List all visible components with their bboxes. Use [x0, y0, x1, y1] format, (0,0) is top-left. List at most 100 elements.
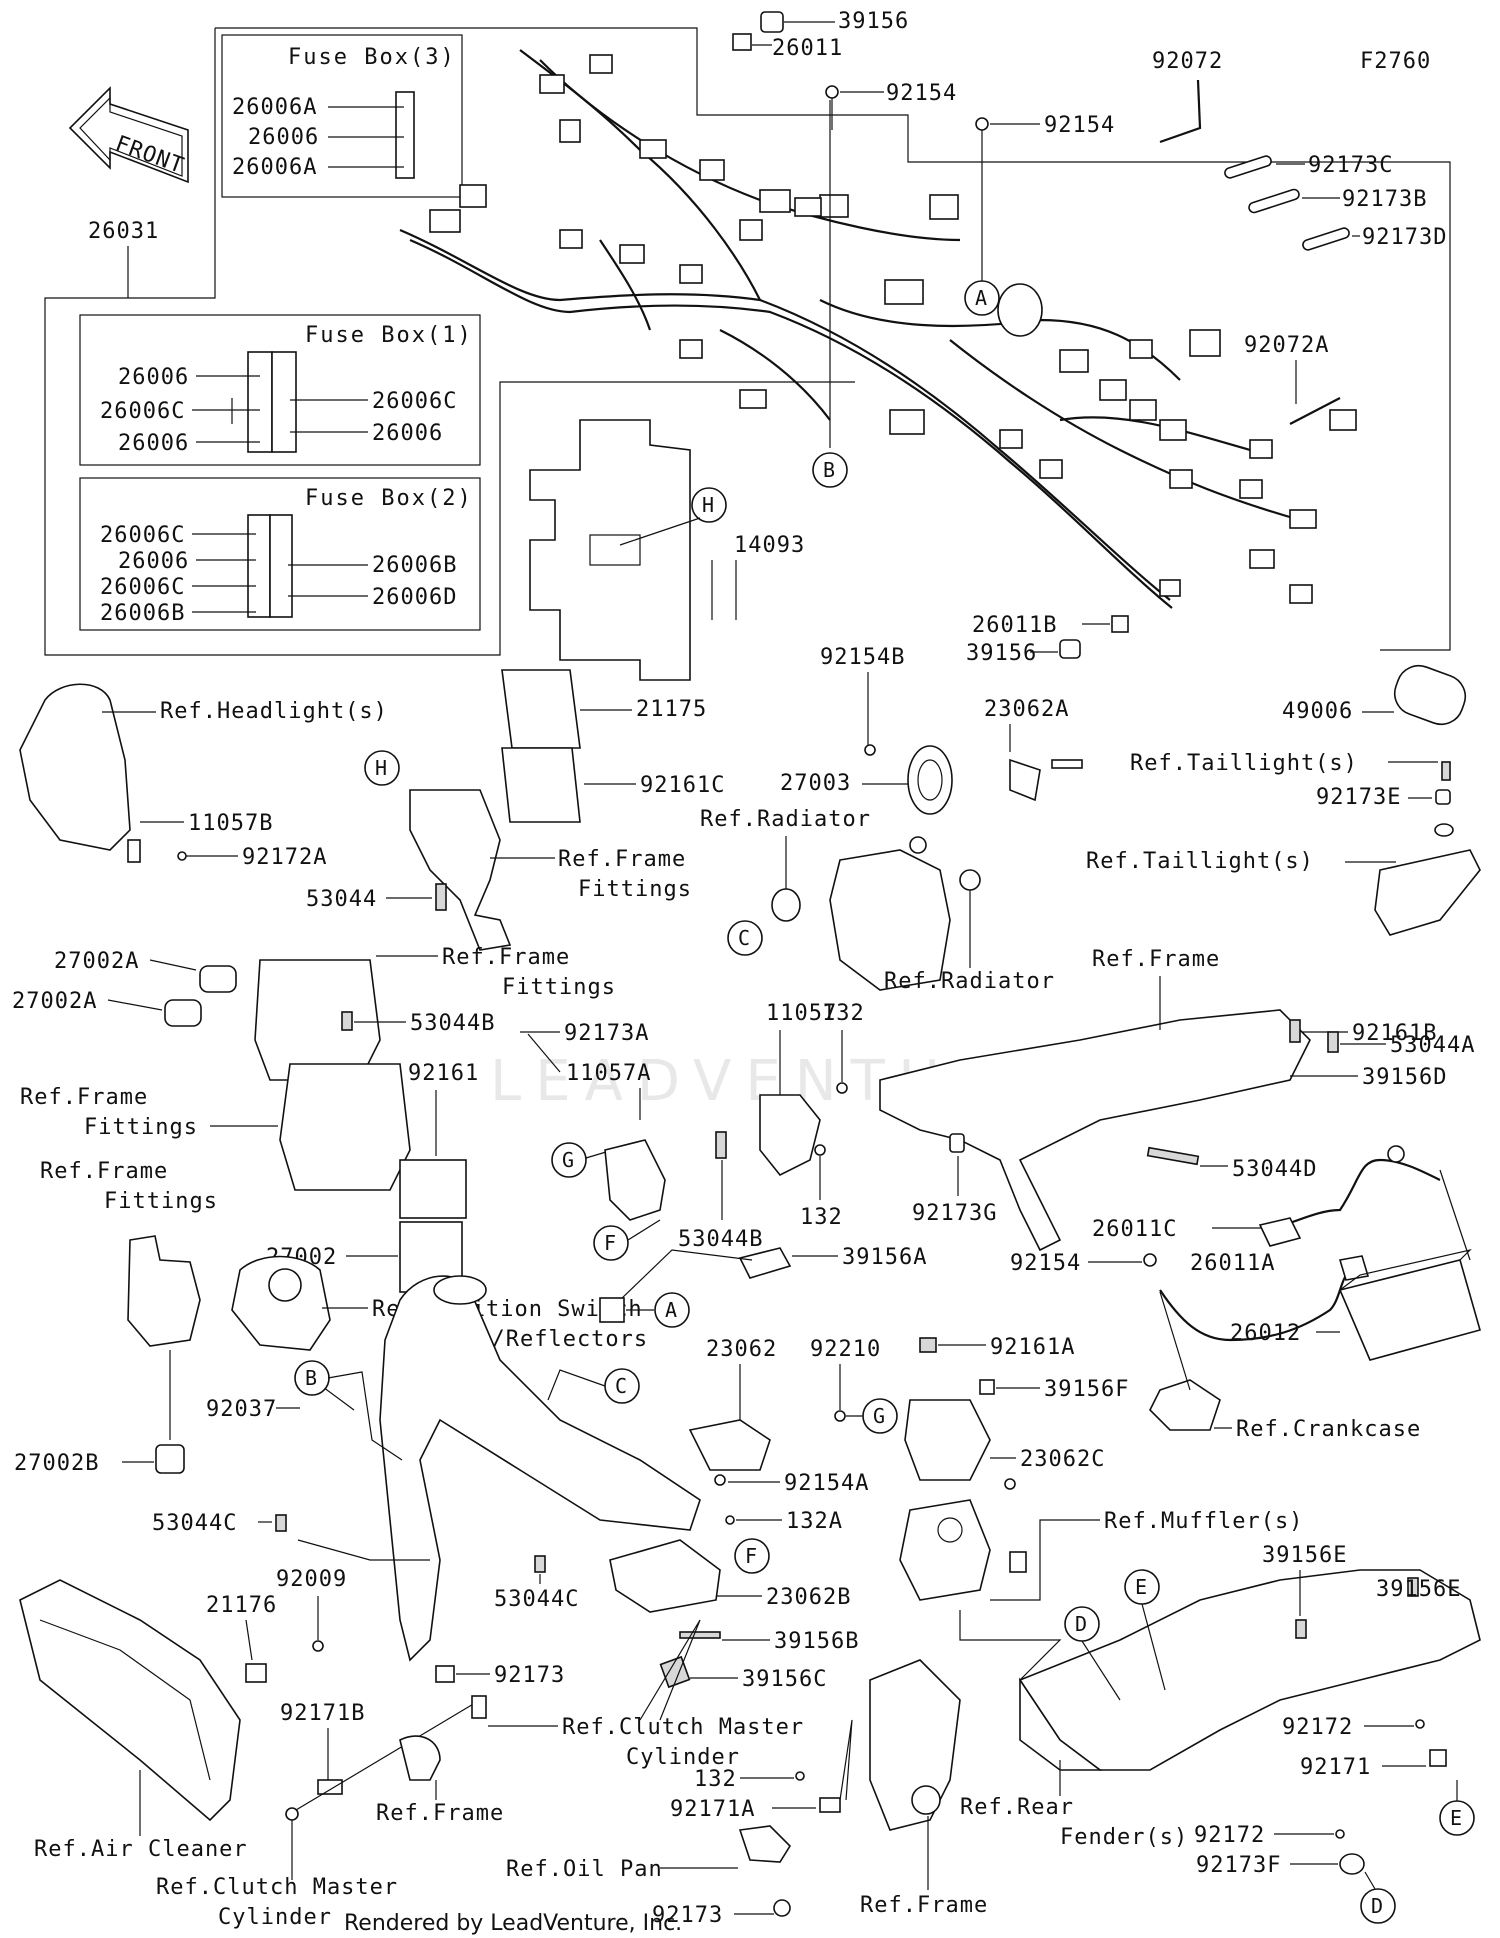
callout-ref-frame-1: Ref.Frame — [1092, 947, 1220, 972]
callout-92173C: 92173C — [1308, 153, 1393, 178]
fuse-box-1-left-3: 26006 — [118, 431, 189, 456]
fuse-box-1-right-1: 26006C — [372, 389, 457, 414]
ref-circle-f-1: F — [593, 1225, 629, 1261]
part-92161C — [501, 747, 581, 823]
callout-27002A-1: 27002A — [54, 949, 139, 974]
callout-ref-taillight-1: Ref.Taillight(s) — [1130, 751, 1358, 776]
callout-ref-clutch-1b: Cylinder — [626, 1745, 740, 1770]
bolt-92154-b — [975, 117, 989, 131]
credit-text: Rendered by LeadVenture, Inc. — [344, 1911, 682, 1936]
bolt-92154-a — [825, 85, 839, 99]
callout-ref-frame-fittings-4b: Fittings — [104, 1189, 218, 1214]
callout-53044D: 53044D — [1232, 1157, 1317, 1182]
callout-132A: 132A — [786, 1509, 843, 1534]
callout-ref-frame-fittings-4a: Ref.Frame — [40, 1159, 168, 1184]
svg-text:E: E — [1135, 1575, 1148, 1599]
bracket-27002B-mount — [127, 1235, 201, 1347]
callout-26011: 26011 — [772, 36, 843, 61]
callout-132-3: 132 — [694, 1767, 737, 1792]
callout-39156-top: 39156 — [838, 9, 909, 34]
callout-39156E-1: 39156E — [1262, 1543, 1347, 1568]
fuse-box-3-label-3: 26006A — [232, 155, 317, 180]
crankcase-sensor — [1149, 1379, 1221, 1431]
callout-92072A: 92072A — [1244, 333, 1329, 358]
callout-26012: 26012 — [1230, 1321, 1301, 1346]
sensor-bracket-11057A — [604, 1139, 666, 1221]
part-21175 — [501, 669, 581, 749]
fuse-box-2-right-2: 26006D — [372, 585, 457, 610]
fuse-box-1-left-1: 26006 — [118, 365, 189, 390]
callout-92161A: 92161A — [990, 1335, 1075, 1360]
fuse-box-2-left-3: 26006C — [100, 575, 185, 600]
callout-ref-radiator-1: Ref.Radiator — [700, 807, 871, 832]
callout-23062B: 23062B — [766, 1585, 851, 1610]
callout-92161B: 92161B — [1352, 1021, 1437, 1046]
callout-92173D: 92173D — [1362, 225, 1447, 250]
bracket-23062B — [609, 1539, 721, 1613]
callout-ref-rear-fender-a: Ref.Rear — [960, 1795, 1074, 1820]
callout-ref-clutch-1a: Ref.Clutch Master — [562, 1715, 804, 1740]
callout-ref-headlight: Ref.Headlight(s) — [160, 699, 388, 724]
svg-text:D: D — [1075, 1612, 1088, 1636]
callout-27002B: 27002B — [14, 1451, 99, 1476]
callout-92072: 92072 — [1152, 49, 1223, 74]
bracket-23062 — [688, 1419, 771, 1471]
svg-text:B: B — [823, 458, 836, 482]
fuse-box-2-left-4: 26006B — [100, 601, 185, 626]
callout-ref-frame-3: Ref.Frame — [860, 1893, 988, 1918]
part-49006 — [1393, 664, 1467, 726]
callout-39156-mid: 39156 — [966, 641, 1037, 666]
fuse-box-3-label-2: 26006 — [248, 125, 319, 150]
svg-text:A: A — [975, 286, 988, 310]
horn-27003 — [907, 745, 953, 815]
rear-frame — [879, 1009, 1311, 1252]
callout-ref-frame-fittings-2b: Fittings — [502, 975, 616, 1000]
callout-ref-frame-fittings-1b: Fittings — [578, 877, 692, 902]
ref-circle-f-2: F — [734, 1538, 770, 1574]
heat-shield-sheet-14093 — [529, 419, 691, 681]
callout-39156E-2: 39156E — [1376, 1577, 1461, 1602]
svg-text:C: C — [738, 926, 751, 950]
svg-text:G: G — [873, 1404, 886, 1428]
callout-92154-b: 92154 — [1044, 113, 1115, 138]
cable-tie-92072 — [1159, 79, 1202, 144]
callout-ref-rear-fender-b: Fender(s) — [1060, 1825, 1188, 1850]
fuse-box-1-left-2: 26006C — [100, 399, 185, 424]
part-26011B — [1111, 615, 1129, 633]
callout-11057: 11057 — [766, 1001, 837, 1026]
ref-circle-d-1: D — [1064, 1606, 1100, 1642]
svg-text:G: G — [562, 1148, 575, 1172]
air-cleaner-cover — [19, 1579, 241, 1822]
callout-39156A: 39156A — [842, 1245, 927, 1270]
front-arrow-icon: FRONT — [68, 86, 189, 184]
callout-39156B: 39156B — [774, 1629, 859, 1654]
ref-circle-c-2: C — [604, 1368, 640, 1404]
leader-harness-group — [215, 27, 1451, 651]
callout-92172-2: 92172 — [1194, 1823, 1265, 1848]
callout-92172-1: 92172 — [1282, 1715, 1353, 1740]
sensor-bracket-11057 — [759, 1094, 821, 1177]
callout-53044B-2: 53044B — [678, 1227, 763, 1252]
connector-near-a — [599, 1297, 625, 1323]
callout-92161C: 92161C — [640, 773, 725, 798]
relay-27002A-2 — [164, 999, 202, 1027]
callout-ref-frame-fittings-1a: Ref.Frame — [558, 847, 686, 872]
callout-26031: 26031 — [88, 219, 159, 244]
callout-27002A-2: 27002A — [12, 989, 97, 1014]
callout-53044: 53044 — [306, 887, 377, 912]
callout-92161: 92161 — [408, 1061, 479, 1086]
ref-circle-e-1: E — [1124, 1569, 1160, 1605]
sensor-21176 — [245, 1663, 267, 1683]
callout-53044A: 53044A — [1390, 1033, 1475, 1058]
callout-92173A: 92173A — [564, 1021, 649, 1046]
callout-ref-frame-fittings-3a: Ref.Frame — [20, 1085, 148, 1110]
callout-11057A: 11057A — [566, 1061, 651, 1086]
callout-92009: 92009 — [276, 1567, 347, 1592]
svg-text:A: A — [665, 1298, 678, 1322]
part-39156-mid — [1059, 639, 1081, 659]
callout-132-2: 132 — [800, 1205, 843, 1230]
callout-26011A: 26011A — [1190, 1251, 1275, 1276]
ref-circle-g-2: G — [862, 1398, 898, 1434]
callout-ref-frame-fittings-3b: Fittings — [84, 1115, 198, 1140]
